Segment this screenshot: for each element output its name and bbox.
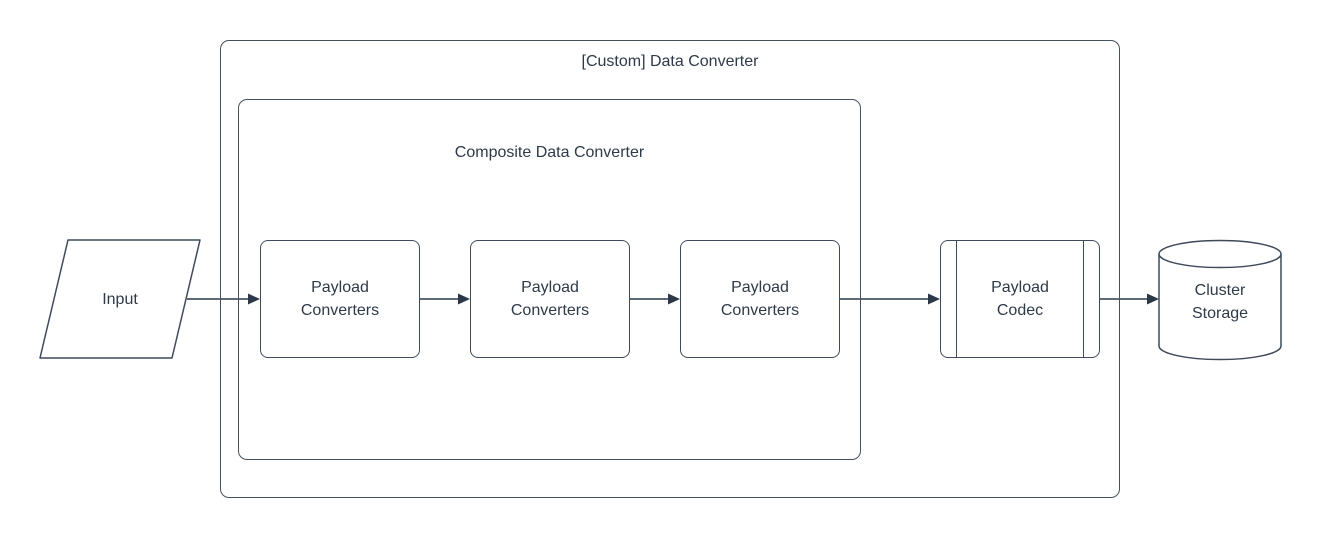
edge-converter1-to-converter2 [420, 293, 470, 305]
custom-data-converter-group-label: [Custom] Data Converter [581, 53, 759, 70]
payload-converters-node-3: Payload Converters [680, 240, 840, 358]
cluster-storage-cylinder-top [1158, 239, 1282, 269]
payload-codec-node-label: Payload Codec [991, 279, 1049, 319]
cluster-storage-node-label: Cluster Storage [1191, 282, 1249, 322]
input-parallelogram-shape [39, 239, 201, 359]
input-node-label: Input [102, 291, 138, 308]
payload-converters-node-1: Payload Converters [260, 240, 420, 358]
edge-codec-to-storage [1100, 293, 1159, 305]
payload-converters-node-2-label: Payload Converters [510, 279, 590, 319]
payload-converters-node-3-label: Payload Converters [720, 279, 800, 319]
payload-codec-node: Payload Codec [940, 240, 1100, 358]
composite-data-converter-group [238, 99, 861, 460]
codec-left-inner-line [956, 241, 957, 357]
edge-converter3-to-codec [840, 293, 940, 305]
cluster-storage-cylinder-body [1158, 254, 1282, 361]
edge-converter2-to-converter3 [630, 293, 680, 305]
payload-converters-node-2: Payload Converters [470, 240, 630, 358]
payload-converters-node-1-label: Payload Converters [300, 279, 380, 319]
codec-right-inner-line [1083, 241, 1084, 357]
composite-data-converter-group-label: Composite Data Converter [454, 144, 645, 161]
custom-data-converter-group [220, 40, 1120, 498]
